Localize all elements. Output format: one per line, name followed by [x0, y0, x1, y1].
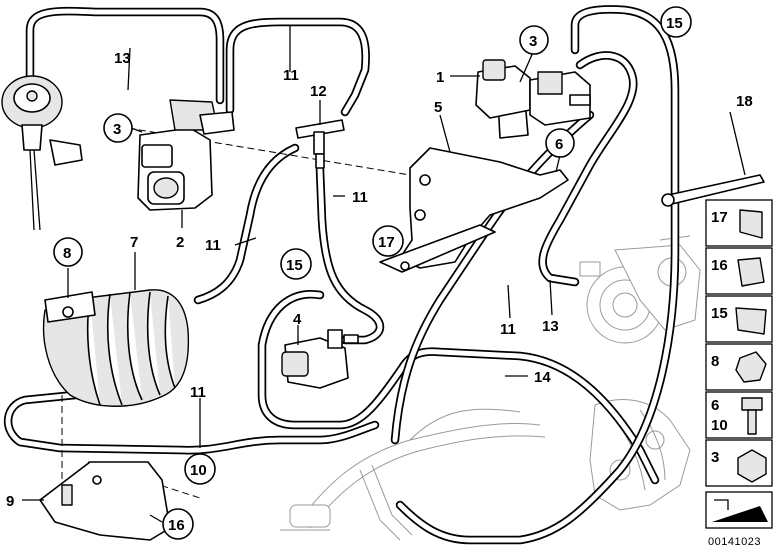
arrow-icon — [712, 506, 768, 522]
vacuum-hoses — [3, 5, 680, 545]
label-16: 16 — [168, 517, 185, 534]
reservoir-bracket — [39, 461, 171, 541]
label-2: 2 — [176, 234, 184, 251]
callout-circle-6 — [545, 128, 575, 158]
callout-circle-17 — [372, 225, 404, 257]
label-4: 4 — [293, 311, 302, 328]
label-7: 7 — [130, 234, 138, 251]
label-13-right: 13 — [542, 318, 559, 335]
callout-circle-8 — [53, 237, 83, 267]
label-17: 17 — [378, 234, 395, 251]
label-15-top: 15 — [666, 15, 683, 32]
callout-circle-15 — [660, 6, 692, 38]
label-11-mid: 11 — [352, 189, 368, 206]
label-11: 11 — [283, 67, 299, 84]
label-8: 8 — [63, 245, 71, 262]
electro-valve-4 — [281, 329, 359, 389]
legend-label-16: 16 — [711, 257, 728, 274]
hose-clip-icon — [737, 257, 765, 287]
cable-tie-18 — [661, 174, 765, 207]
callout-circle-3b — [519, 25, 549, 55]
legend-label-3: 3 — [711, 449, 719, 466]
label-3-top: 3 — [529, 33, 537, 50]
callout-circle-10 — [184, 453, 216, 485]
callout-circle-3 — [103, 113, 133, 143]
holder-icon — [735, 307, 767, 335]
pressure-converter-2 — [137, 99, 235, 211]
legend-label-8: 8 — [711, 353, 719, 370]
label-5: 5 — [434, 99, 442, 116]
legend-label-15: 15 — [711, 305, 728, 322]
nut-icon — [735, 351, 767, 383]
label-15-mid: 15 — [286, 257, 303, 274]
bolt-head-icon — [741, 397, 763, 411]
t-connector-12 — [295, 119, 345, 169]
solenoid-valve-1 — [475, 59, 591, 126]
clip-icon — [739, 209, 763, 239]
label-13: 13 — [114, 50, 131, 67]
label-3-circled: 3 — [113, 121, 121, 138]
legend-label-10: 10 — [711, 417, 728, 434]
label-14: 14 — [534, 369, 551, 386]
label-10: 10 — [190, 462, 207, 479]
label-11-left: 11 — [205, 237, 221, 254]
label-18: 18 — [736, 93, 753, 110]
legend-box-arrow — [705, 491, 773, 529]
boost-actuator — [1, 75, 83, 231]
engine-ghost-outline — [280, 408, 546, 541]
part-labels: 13 11 12 3 1 3 15 18 5 6 17 11 2 11 8 7 … — [6, 6, 753, 540]
label-1: 1 — [436, 69, 444, 86]
turbocharger-ghost — [579, 235, 701, 344]
label-11-right: 11 — [500, 321, 516, 338]
vacuum-reservoir-7 — [42, 289, 190, 407]
bolt-shank-icon — [747, 409, 757, 435]
label-9: 9 — [6, 493, 14, 510]
hex-nut-icon — [737, 449, 767, 483]
label-6: 6 — [555, 136, 563, 153]
label-11-bottom: 11 — [190, 384, 206, 401]
legend-label-6: 6 — [711, 397, 719, 414]
leader-lines — [22, 25, 746, 523]
callout-circle-16 — [162, 508, 194, 540]
legend-label-17: 17 — [711, 209, 728, 226]
label-12: 12 — [310, 83, 327, 100]
callout-circle-15b — [280, 248, 312, 280]
diagram-reference-number: 00141023 — [708, 536, 761, 548]
fastener-legend: 17 16 15 8 6 10 3 — [705, 199, 773, 529]
